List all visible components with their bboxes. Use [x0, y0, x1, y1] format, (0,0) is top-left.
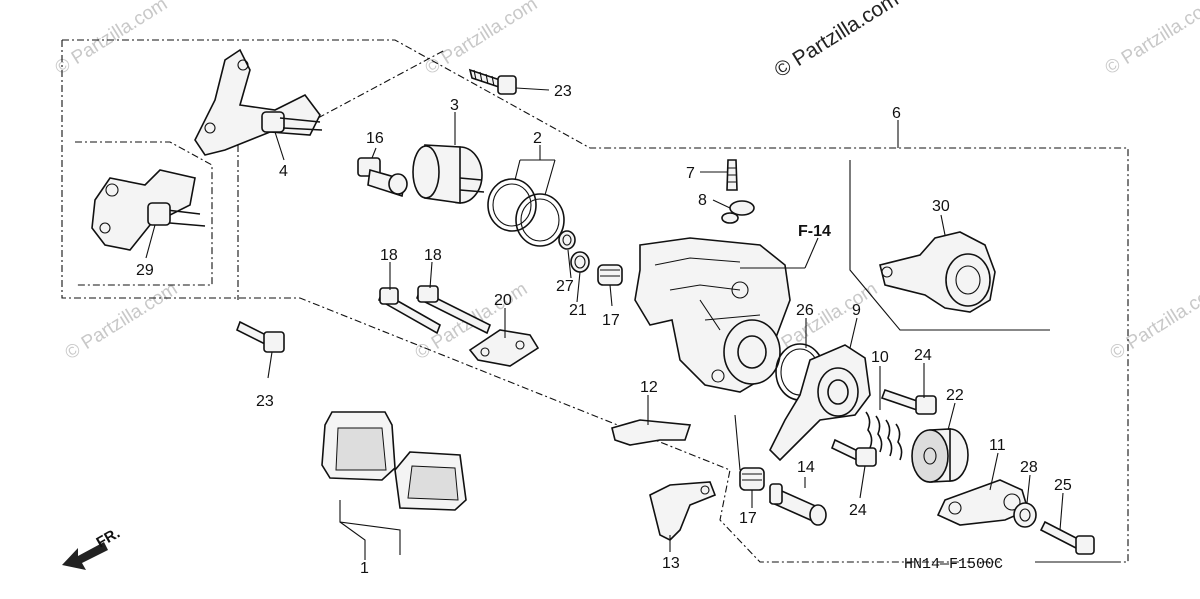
callout-7: 7 — [686, 165, 695, 182]
part-2-seals — [487, 178, 565, 247]
part-20-clip — [468, 329, 540, 367]
bolt-23-left — [235, 320, 285, 353]
callout-6: 6 — [892, 105, 901, 122]
part-8-cap — [721, 200, 755, 224]
callout-3: 3 — [450, 97, 459, 114]
part-30-cover — [879, 231, 996, 313]
watermark-text: © Partzilla.com — [422, 0, 542, 79]
part-4-bracket — [194, 48, 323, 156]
part-18-pins — [378, 285, 492, 335]
callout-numbers: 23 3 2 16 4 29 6 7 8 F-14 30 18 18 20 27… — [136, 83, 1072, 577]
watermark-text: © Partzilla.com — [62, 279, 182, 365]
caliper-body — [634, 237, 791, 393]
callout-4: 4 — [279, 163, 288, 180]
callout-8: 8 — [698, 192, 707, 209]
part-22-roller — [911, 428, 969, 483]
callout-18: 18 — [424, 247, 442, 264]
callout-28: 28 — [1020, 459, 1038, 476]
diagram-code: HN14—F1500C — [904, 556, 1003, 573]
copyright-mark: © Partzilla.com — [770, 0, 902, 82]
callout-23: 23 — [554, 83, 572, 100]
callout-22: 22 — [946, 387, 964, 404]
part-9-lever — [769, 344, 871, 462]
small-seals — [558, 230, 623, 286]
part-25-bolt — [1039, 520, 1095, 555]
callout-29: 29 — [136, 262, 154, 279]
watermarks: © Partzilla.com © Partzilla.com © Partzi… — [52, 0, 1200, 364]
callout-18: 18 — [380, 247, 398, 264]
callout-20: 20 — [494, 292, 512, 309]
part-28-nut — [1013, 502, 1037, 528]
part-10-spring — [865, 411, 903, 461]
callout-24: 24 — [914, 347, 932, 364]
front-direction-arrow: FR. — [62, 525, 123, 570]
callout-26: 26 — [796, 302, 814, 319]
callout-2: 2 — [533, 130, 542, 147]
ref-label-f14: F-14 — [798, 223, 831, 240]
callout-12: 12 — [640, 379, 658, 396]
part-13-bracket — [649, 481, 717, 541]
leader-lines — [145, 87, 1120, 563]
part-7-bleeder — [726, 159, 738, 191]
part-1-pads — [321, 411, 467, 511]
callout-13: 13 — [662, 555, 680, 572]
callout-10: 10 — [871, 349, 889, 366]
callout-25: 25 — [1054, 477, 1072, 494]
callout-23: 23 — [256, 393, 274, 410]
callout-16: 16 — [366, 130, 384, 147]
part-3-piston — [412, 144, 485, 204]
callout-24: 24 — [849, 502, 867, 519]
watermark-text: © Partzilla.com — [1107, 279, 1200, 365]
part-12-plate — [611, 419, 692, 446]
callout-14: 14 — [797, 459, 815, 476]
callout-9: 9 — [852, 302, 861, 319]
callout-30: 30 — [932, 198, 950, 215]
callout-17: 17 — [602, 312, 620, 329]
callout-17: 17 — [739, 510, 757, 527]
part-17-boot-lower — [739, 467, 765, 491]
callout-1: 1 — [360, 560, 369, 577]
callout-21: 21 — [569, 302, 587, 319]
callout-27: 27 — [556, 278, 574, 295]
part-14-pin — [768, 483, 827, 526]
part-24-bolts — [830, 388, 937, 467]
watermark-text: © Partzilla.com — [1102, 0, 1200, 79]
part-29-bracket — [91, 169, 206, 251]
bolt-23-top — [468, 68, 517, 95]
part-16-bleeder — [357, 157, 408, 198]
callout-11: 11 — [989, 437, 1006, 454]
